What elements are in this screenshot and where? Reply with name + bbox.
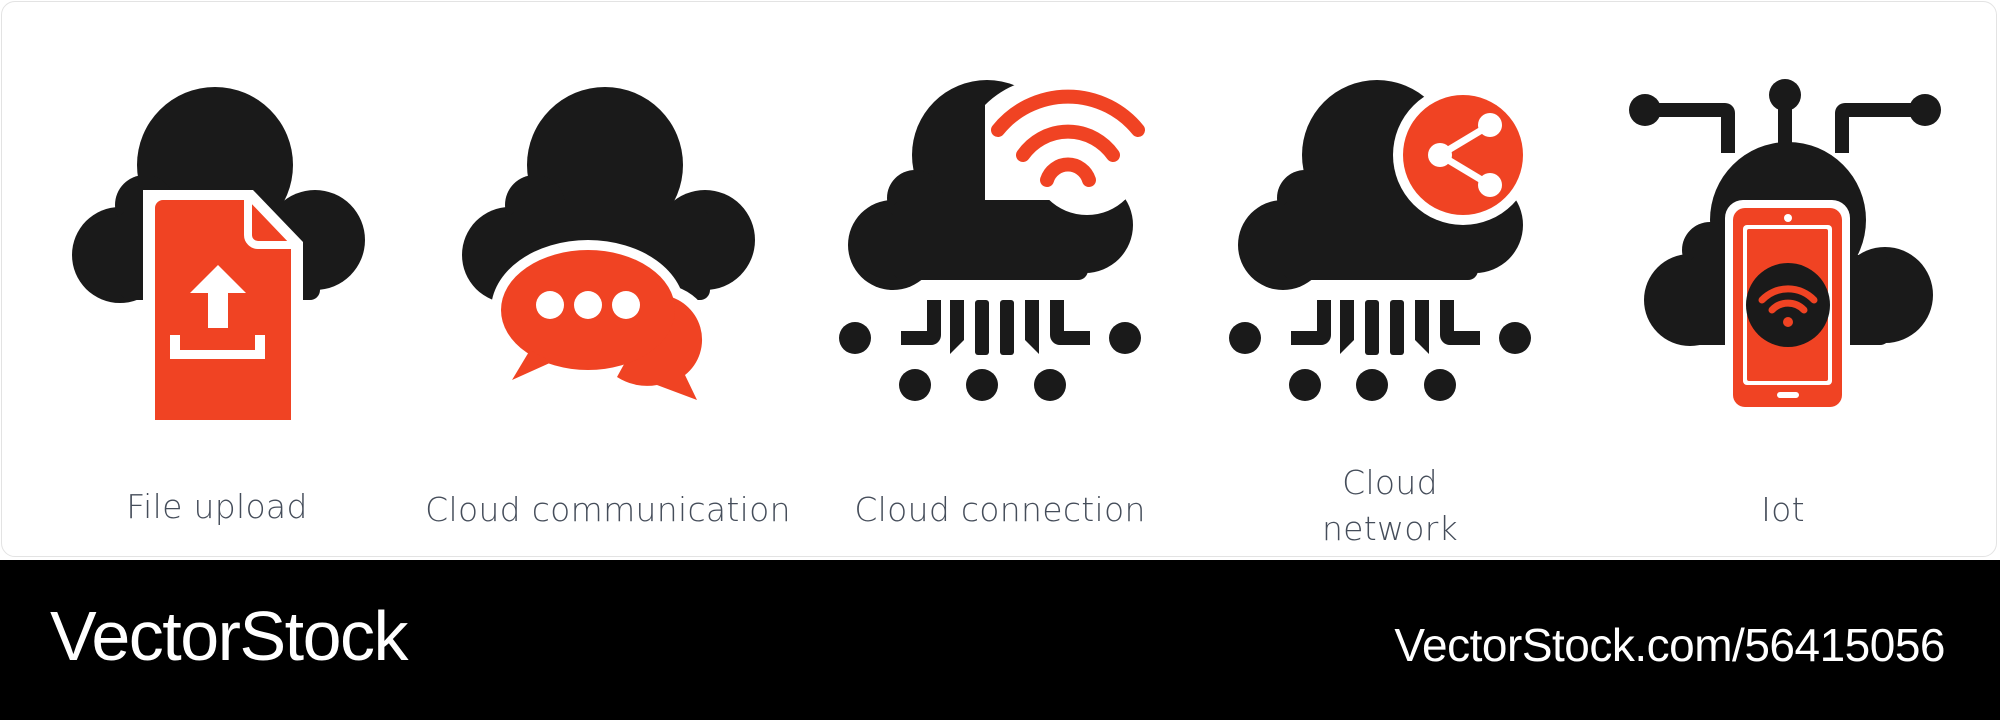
caption-iot: Iot (1761, 490, 1805, 529)
cloud-communication-icon (425, 60, 785, 420)
caption-file-upload: File upload (126, 487, 308, 526)
iot-icon (1605, 60, 1965, 420)
caption-cloud-connection: Cloud connection (854, 490, 1146, 529)
cloud-connection-icon (815, 60, 1175, 420)
footer-bar: VectorStock VectorStock.com/56415056 (0, 560, 2000, 720)
file-upload-icon (35, 60, 395, 420)
caption-cloud-communication: Cloud communication (425, 490, 791, 529)
brand-logo: VectorStock (50, 597, 409, 675)
image-url: VectorStock.com/56415056 (1394, 619, 1945, 671)
cloud-network-sharing-icon (1205, 60, 1565, 420)
